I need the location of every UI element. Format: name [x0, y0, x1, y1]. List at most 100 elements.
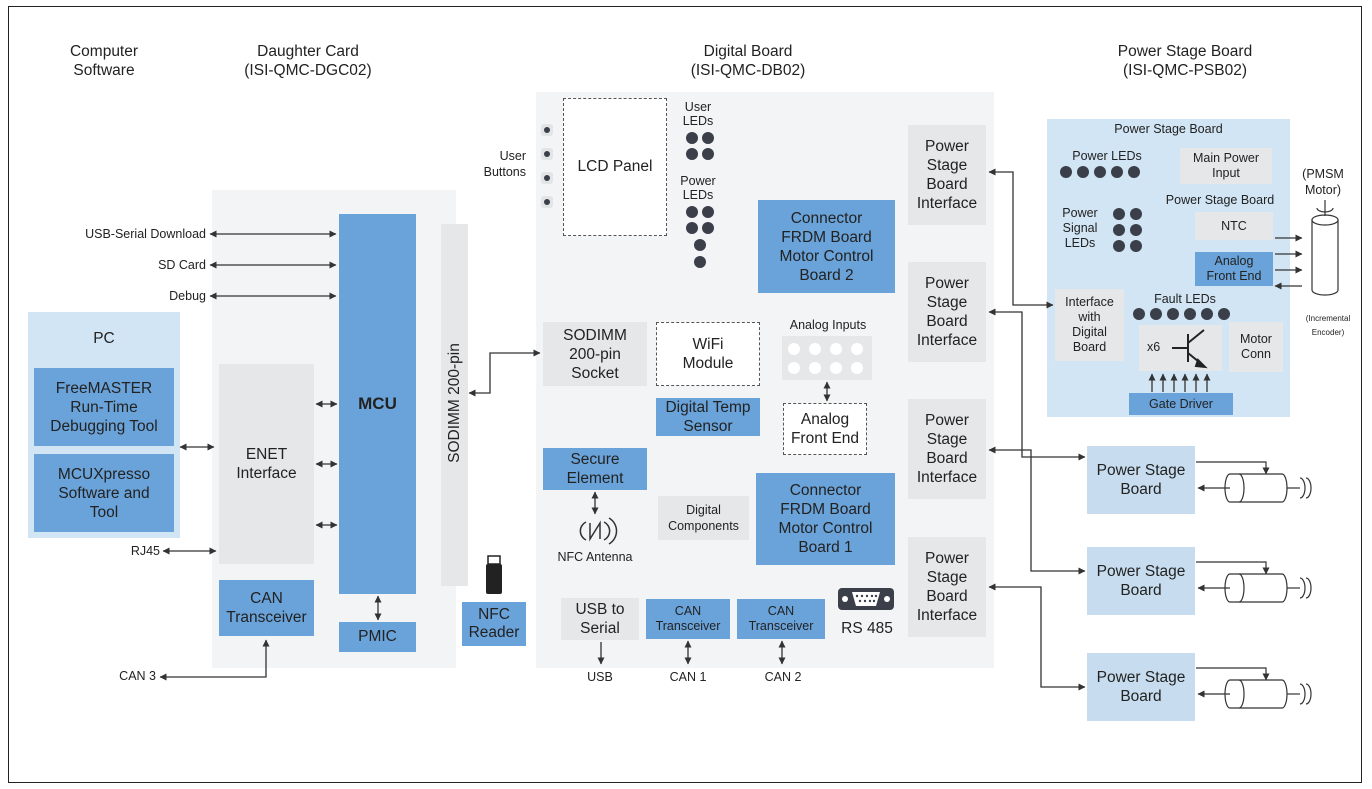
psb-power-led	[1128, 166, 1140, 178]
label-psb-power-leds: Power LEDs	[1072, 149, 1142, 163]
lcd-panel-box: LCD Panel	[563, 98, 667, 236]
user-led	[702, 132, 714, 144]
usb-stick-icon	[486, 555, 502, 594]
user-button-1	[541, 124, 553, 136]
label-sd-card: SD Card	[158, 258, 206, 272]
header-daughter-card: Daughter Card(ISI-QMC-DGC02)	[244, 43, 372, 79]
user-button-2	[541, 148, 553, 160]
label-debug: Debug	[169, 289, 206, 303]
rs485-connector-icon	[838, 588, 894, 610]
label-rj45: RJ45	[130, 544, 160, 558]
label-fault-leds: Fault LEDs	[1154, 292, 1216, 306]
user-button-3	[541, 172, 553, 184]
power-signal-led	[1113, 240, 1125, 252]
fault-led	[1133, 308, 1145, 320]
wire-psb-interface-4	[988, 583, 1086, 691]
motor-icon	[1196, 561, 1312, 603]
transistor-icon	[1172, 329, 1208, 369]
power-led	[694, 239, 706, 251]
user-button-4	[541, 196, 553, 208]
label-usb: USB	[587, 670, 613, 684]
label-rs485: RS 485	[841, 620, 893, 637]
header-power-stage-board: Power Stage Board(ISI-QMC-PSB02)	[1117, 43, 1253, 79]
psb-detail-title: Power Stage Board	[1114, 122, 1223, 136]
nfc-antenna-icon	[579, 517, 618, 545]
analog-inputs-connector	[782, 336, 872, 380]
diagram-frame	[8, 6, 1362, 783]
fault-led	[1218, 308, 1230, 320]
gate-driver-box: Gate Driver	[1129, 393, 1233, 415]
user-led	[686, 148, 698, 160]
pmic-box: PMIC	[339, 622, 416, 652]
label-x6: x6	[1147, 340, 1161, 354]
label-nfc-antenna: NFC Antenna	[557, 550, 633, 564]
label-analog-inputs: Analog Inputs	[789, 318, 867, 332]
pmsm-motor-icon	[1311, 200, 1339, 296]
gate-driver-arrows	[1148, 373, 1211, 392]
power-led	[702, 222, 714, 234]
psb-power-led	[1111, 166, 1123, 178]
psb-power-led	[1060, 166, 1072, 178]
wire-sodimm-socket	[468, 349, 541, 397]
motor-icon	[1196, 667, 1312, 709]
wire-psb-interface-2	[988, 308, 1086, 461]
power-signal-led	[1130, 240, 1142, 252]
power-led	[702, 206, 714, 218]
ntc-box: NTC	[1195, 212, 1273, 240]
label-psb-power-stage-board: Power Stage Board	[1165, 193, 1275, 207]
wire-psb-interface-3	[988, 446, 1086, 575]
user-led	[702, 148, 714, 160]
psb-power-led	[1094, 166, 1106, 178]
power-led	[694, 256, 706, 268]
wire-psb-interface-1	[988, 168, 1054, 309]
psb-power-led	[1077, 166, 1089, 178]
fault-led	[1167, 308, 1179, 320]
power-signal-led	[1113, 224, 1125, 236]
power-signal-led	[1113, 208, 1125, 220]
label-can2: CAN 2	[764, 670, 802, 684]
label-can1: CAN 1	[669, 670, 707, 684]
fault-led	[1150, 308, 1162, 320]
power-led	[686, 222, 698, 234]
motor-icon	[1196, 461, 1312, 503]
label-can3: CAN 3	[119, 669, 156, 683]
user-led	[686, 132, 698, 144]
power-signal-led	[1130, 224, 1142, 236]
fault-led	[1201, 308, 1213, 320]
mcu-box: MCU	[339, 214, 416, 594]
pc-title: PC	[93, 330, 115, 347]
label-usb-serial-download: USB-Serial Download	[85, 227, 206, 241]
header-digital-board: Digital Board(ISI-QMC-DB02)	[690, 43, 806, 79]
